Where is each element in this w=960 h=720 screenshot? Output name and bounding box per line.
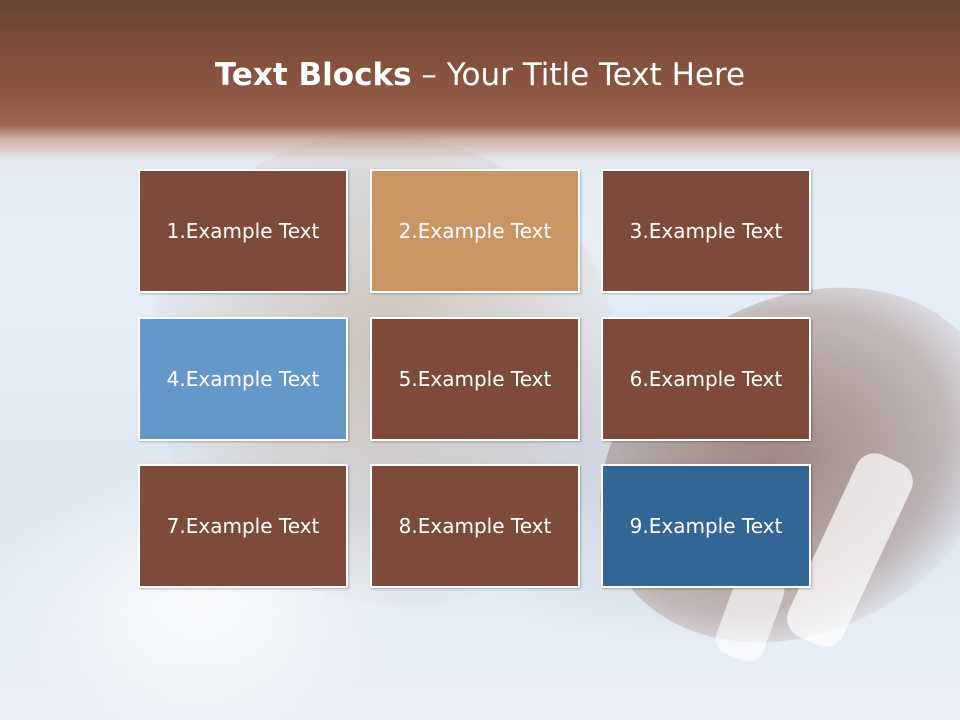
text-block-label: 7.Example Text [166,514,320,538]
text-block-3[interactable]: 3.Example Text [601,169,811,293]
text-block-5[interactable]: 5.Example Text [370,317,580,441]
text-block-label: 2.Example Text [398,219,552,243]
header-band [0,0,960,175]
text-block-9[interactable]: 9.Example Text [601,464,811,588]
text-block-2[interactable]: 2.Example Text [370,169,580,293]
text-block-label: 1.Example Text [166,219,320,243]
text-block-label: 4.Example Text [166,367,320,391]
text-blocks-grid: 1.Example Text 2.Example Text 3.Example … [138,169,818,594]
text-block-8[interactable]: 8.Example Text [370,464,580,588]
text-block-label: 3.Example Text [629,219,783,243]
text-block-6[interactable]: 6.Example Text [601,317,811,441]
text-block-label: 8.Example Text [398,514,552,538]
text-block-label: 5.Example Text [398,367,552,391]
text-block-1[interactable]: 1.Example Text [138,169,348,293]
text-block-7[interactable]: 7.Example Text [138,464,348,588]
slide-title[interactable]: Text Blocks – Your Title Text Here [0,55,960,95]
title-separator: – [411,57,447,93]
text-block-4[interactable]: 4.Example Text [138,317,348,441]
title-bold-part: Text Blocks [214,57,412,93]
text-block-label: 6.Example Text [629,367,783,391]
text-block-label: 9.Example Text [629,514,783,538]
title-rest: Your Title Text Here [446,57,746,93]
